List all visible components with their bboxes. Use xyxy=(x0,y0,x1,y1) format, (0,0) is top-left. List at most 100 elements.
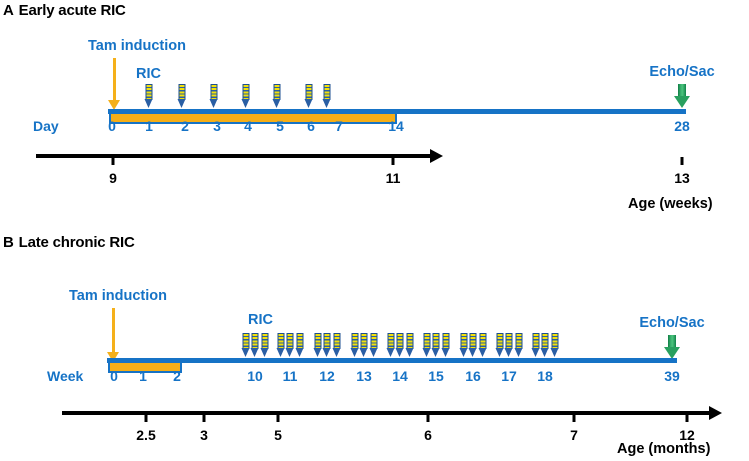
arrow-head xyxy=(441,348,449,357)
panel-b-tam-induction-label: Tam induction xyxy=(69,288,168,304)
arrow-shaft-striped xyxy=(479,333,486,349)
panel-a-age-axis-tick-label-9: 9 xyxy=(109,170,117,186)
arrow-head xyxy=(369,348,377,357)
panel-a-timeline xyxy=(108,109,686,114)
arrow-head xyxy=(422,348,430,357)
panel-b-age-axis-tick-7 xyxy=(572,414,576,422)
ric-arrow-icon xyxy=(386,333,395,358)
arrow-head xyxy=(478,348,486,357)
ric-arrow-icon xyxy=(540,333,550,358)
ric-arrow-icon xyxy=(177,84,187,109)
arrow-head xyxy=(276,348,284,357)
panel-b-week-label-10: 10 xyxy=(247,368,263,384)
arrow-shaft xyxy=(111,308,115,353)
panel-a-age-axis-arrowhead-icon xyxy=(430,149,443,163)
panel-a-day-label-2: 2 xyxy=(181,118,189,134)
ric-arrow-icon xyxy=(395,333,405,358)
arrow-shaft-striped xyxy=(406,333,413,349)
panel-b-age-axis-tick-label-12: 12 xyxy=(679,427,695,443)
arrow-head xyxy=(431,348,440,357)
panel-b-tam-treatment-bar xyxy=(108,361,182,373)
arrow-head xyxy=(260,348,268,357)
ric-arrow-icon xyxy=(295,333,304,358)
panel-a-age-axis-tick-label-13: 13 xyxy=(674,170,690,186)
arrow-shaft-striped xyxy=(314,333,321,349)
arrow-head xyxy=(209,99,218,108)
panel-b-tam-induction-arrow-icon xyxy=(107,308,119,362)
arrow-head xyxy=(504,348,513,357)
arrow-head xyxy=(674,96,690,108)
ric-arrow-icon xyxy=(431,333,441,358)
arrow-head xyxy=(313,348,321,357)
ric-arrow-icon xyxy=(441,333,450,358)
arrow-head xyxy=(550,348,558,357)
arrow-shaft-striped xyxy=(178,84,186,100)
ric-arrow-icon xyxy=(322,84,332,109)
ric-arrow-icon xyxy=(250,333,260,358)
arrow-head xyxy=(405,348,413,357)
arrow-shaft-striped xyxy=(323,333,331,349)
arrow-shaft-striped xyxy=(460,333,467,349)
arrow-head xyxy=(459,348,467,357)
panel-a-day-label-6: 6 xyxy=(307,118,315,134)
arrow-shaft-striped xyxy=(305,84,313,100)
arrow-shaft-striped xyxy=(251,333,259,349)
arrow-head xyxy=(332,348,340,357)
panel-b-echo-sac-label: Echo/Sac xyxy=(639,315,705,331)
panel-b-age-axis-tick-label-7: 7 xyxy=(570,427,578,443)
panel-b-age-axis-arrowhead-icon xyxy=(709,406,722,420)
arrow-shaft xyxy=(668,335,676,348)
panel-b-age-axis-tick-3 xyxy=(202,414,206,422)
arrow-head xyxy=(304,99,313,108)
ric-arrow-icon xyxy=(332,333,341,358)
ric-arrow-icon xyxy=(285,333,295,358)
arrow-shaft-striped xyxy=(145,84,153,100)
arrow-shaft-striped xyxy=(360,333,368,349)
panel-a-day-label-14: 14 xyxy=(388,118,404,134)
panel-b-week-label-39: 39 xyxy=(664,368,680,384)
arrow-shaft-striped xyxy=(323,84,331,100)
arrow-head xyxy=(250,348,259,357)
panel-b-age-axis-tick-label-6: 6 xyxy=(424,427,432,443)
arrow-head xyxy=(295,348,303,357)
arrow-shaft-striped xyxy=(277,333,284,349)
arrow-shaft-striped xyxy=(396,333,404,349)
panel-a-day-label-0: 0 xyxy=(108,118,116,134)
arrow-shaft-striped xyxy=(532,333,539,349)
ric-arrow-icon xyxy=(495,333,504,358)
panel-a-age-axis-tick-11 xyxy=(391,157,395,165)
arrow-head xyxy=(241,99,250,108)
panel-a-age-axis-tick-9 xyxy=(111,157,115,165)
panel-a-echo-sac-arrow-icon xyxy=(674,84,690,109)
arrow-head xyxy=(531,348,539,357)
panel-b-age-axis-tick-label-2.5: 2.5 xyxy=(136,427,156,443)
panel-b-age-axis-tick-label-5: 5 xyxy=(274,427,282,443)
panel-a-day-label-3: 3 xyxy=(213,118,221,134)
arrow-head xyxy=(107,352,119,362)
arrow-head xyxy=(108,100,120,110)
arrow-shaft-striped xyxy=(296,333,303,349)
panel-b-age-axis-tick-5 xyxy=(276,414,280,422)
panel-b-week-label-11: 11 xyxy=(282,368,298,384)
panel-a-age-axis-tick-label-11: 11 xyxy=(385,170,401,186)
panel-b-age-axis-tick-label-3: 3 xyxy=(200,427,208,443)
arrow-head xyxy=(241,348,249,357)
ric-arrow-icon xyxy=(304,84,314,109)
panel-b-age-axis-title: Age (months) xyxy=(617,441,711,457)
ric-arrow-icon xyxy=(322,333,332,358)
panel-b-week-label-0: 0 xyxy=(110,368,118,384)
panel-a-day-label-28: 28 xyxy=(674,118,690,134)
panel-b-title-text: Late chronic RIC xyxy=(18,234,135,251)
panel-a-day-label-5: 5 xyxy=(276,118,284,134)
panel-a-tam-induction-arrow-icon xyxy=(108,58,120,110)
ric-arrow-icon xyxy=(272,84,282,109)
ric-arrow-icon xyxy=(359,333,369,358)
ric-arrow-icon xyxy=(478,333,487,358)
panel-b-age-axis-line xyxy=(62,411,710,415)
panel-b-week-label-12: 12 xyxy=(319,368,335,384)
panel-b-unit-label: Week xyxy=(47,368,84,384)
panel-a-tam-induction-label: Tam induction xyxy=(88,38,187,54)
panel-a-ric-label: RIC xyxy=(136,66,161,82)
panel-b-ric-label: RIC xyxy=(248,312,273,328)
arrow-shaft-striped xyxy=(370,333,377,349)
